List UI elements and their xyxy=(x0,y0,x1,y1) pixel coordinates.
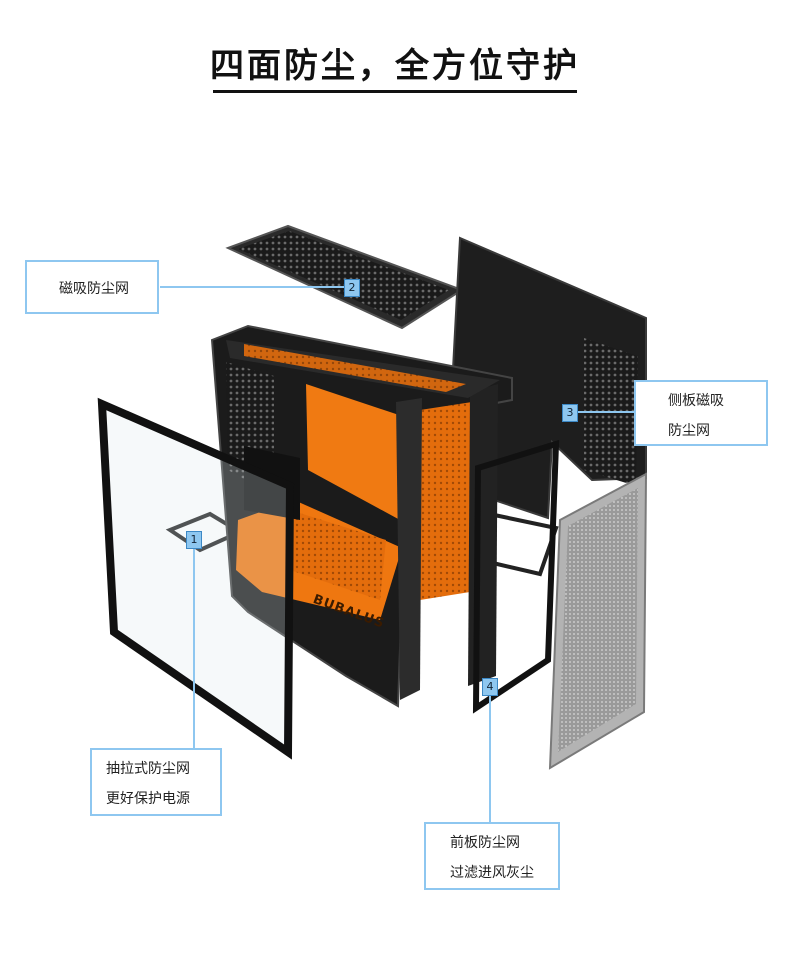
title-underline xyxy=(213,90,577,93)
callout-3-line-2: 防尘网 xyxy=(668,423,710,439)
callout-1-line-2: 更好保护电源 xyxy=(106,791,190,807)
side-mesh-filter xyxy=(548,472,648,770)
callout-number-3: 3 xyxy=(562,404,578,422)
front-glass-panel xyxy=(97,397,295,760)
callout-1-line-1: 抽拉式防尘网 xyxy=(106,761,190,777)
callout-box-1: 抽拉式防尘网 更好保护电源 xyxy=(90,748,222,816)
front-dust-filter xyxy=(472,439,560,714)
callout-4-line-2: 过滤进风灰尘 xyxy=(450,865,534,881)
callout-box-4: 前板防尘网 过滤进风灰尘 xyxy=(424,822,560,890)
callout-number-4: 4 xyxy=(482,678,498,696)
leader-lines xyxy=(160,286,636,822)
top-magnetic-filter xyxy=(225,224,465,330)
callout-box-3: 侧板磁吸 防尘网 xyxy=(634,380,768,446)
page-title: 四面防尘，全方位守护 xyxy=(210,46,580,86)
callout-number-1: 1 xyxy=(186,531,202,549)
callout-number-2: 2 xyxy=(344,279,360,297)
callout-4-line-1: 前板防尘网 xyxy=(450,835,520,851)
callout-2-line-1: 磁吸防尘网 xyxy=(59,281,129,297)
callout-box-2: 磁吸防尘网 xyxy=(25,260,159,314)
callout-3-line-1: 侧板磁吸 xyxy=(668,393,724,409)
